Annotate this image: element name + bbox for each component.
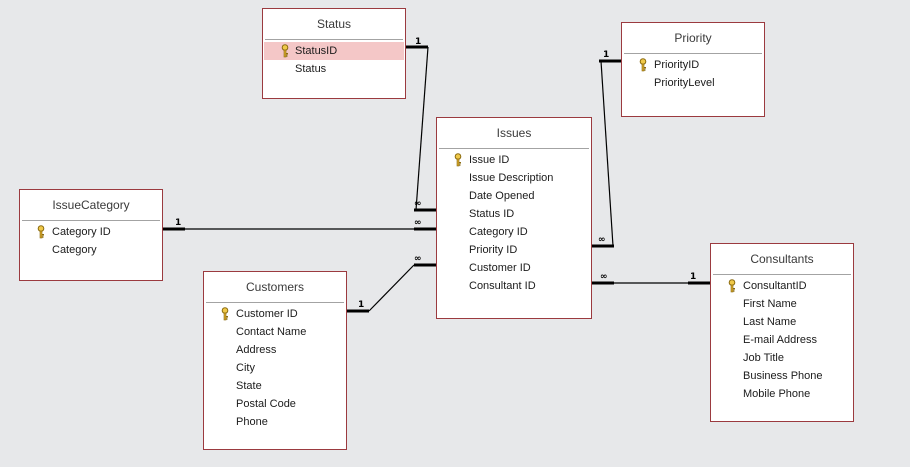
relationship-customers-issues[interactable]: 1 ∞ <box>347 254 436 313</box>
field-row[interactable]: Issue Description <box>437 169 591 187</box>
field-row[interactable]: Date Opened <box>437 187 591 205</box>
relationship-one-label: 1 <box>415 37 421 47</box>
field-row[interactable]: Priority ID <box>437 241 591 259</box>
key-icon <box>221 307 229 321</box>
table-customers[interactable]: Customers Customer ID Contact Name Addre… <box>203 271 347 450</box>
field-name: First Name <box>743 298 797 310</box>
field-row[interactable]: StatusID <box>264 42 404 60</box>
field-row[interactable]: PriorityID <box>622 56 764 74</box>
field-row[interactable]: Customer ID <box>437 259 591 277</box>
field-name: E-mail Address <box>743 334 817 346</box>
relationship-many-label: ∞ <box>600 272 608 282</box>
field-row[interactable]: Consultant ID <box>437 277 591 295</box>
relationship-many-label: ∞ <box>414 199 422 209</box>
field-name: State <box>236 380 262 392</box>
field-name: Mobile Phone <box>743 388 811 400</box>
relationship-issues-consultants[interactable]: ∞ 1 <box>592 272 710 285</box>
field-row[interactable]: Postal Code <box>204 395 346 413</box>
field-row[interactable]: ConsultantID <box>711 277 853 295</box>
key-icon <box>454 153 462 167</box>
relationship-many-label: ∞ <box>414 218 422 228</box>
field-row[interactable]: Address <box>204 341 346 359</box>
table-title[interactable]: Customers <box>206 272 344 303</box>
relationship-one-label: 1 <box>690 272 696 282</box>
field-row[interactable]: Phone <box>204 413 346 431</box>
relationship-category-issues[interactable]: 1 ∞ <box>163 218 436 231</box>
table-issues[interactable]: Issues Issue ID Issue Description Date O… <box>436 117 592 319</box>
table-title[interactable]: Consultants <box>713 244 851 275</box>
field-name: Issue ID <box>469 154 510 166</box>
field-name: Job Title <box>743 352 784 364</box>
field-row[interactable]: Contact Name <box>204 323 346 341</box>
field-name: Address <box>236 344 277 356</box>
field-name: City <box>236 362 255 374</box>
field-row[interactable]: Issue ID <box>437 151 591 169</box>
table-status[interactable]: Status StatusID Status <box>262 8 406 99</box>
field-name: Business Phone <box>743 370 823 382</box>
field-name: Consultant ID <box>469 280 536 292</box>
relationship-one-label: 1 <box>358 300 364 310</box>
field-name: Customer ID <box>236 308 298 320</box>
field-name: Postal Code <box>236 398 296 410</box>
table-title[interactable]: Status <box>265 9 403 40</box>
field-name: Last Name <box>743 316 797 328</box>
field-name: PriorityID <box>654 59 700 71</box>
relationship-many-label: ∞ <box>414 254 422 264</box>
field-row[interactable]: State <box>204 377 346 395</box>
field-list: Category ID Category <box>20 221 162 259</box>
key-icon <box>639 58 647 72</box>
relationship-priority-issues[interactable]: 1 ∞ <box>592 50 621 248</box>
field-list: Issue ID Issue Description Date Opened S… <box>437 149 591 295</box>
field-row[interactable]: E-mail Address <box>711 331 853 349</box>
field-name: Date Opened <box>469 190 535 202</box>
table-issue-category[interactable]: IssueCategory Category ID Category <box>19 189 163 281</box>
field-name: Issue Description <box>469 172 554 184</box>
field-name: Priority ID <box>469 244 518 256</box>
field-row[interactable]: Customer ID <box>204 305 346 323</box>
field-row[interactable]: Status <box>263 60 405 78</box>
field-name: Contact Name <box>236 326 307 338</box>
field-name: Phone <box>236 416 268 428</box>
table-title[interactable]: IssueCategory <box>22 190 160 221</box>
field-row[interactable]: Category <box>20 241 162 259</box>
field-name: Category ID <box>469 226 528 238</box>
field-row[interactable]: Mobile Phone <box>711 385 853 403</box>
relationship-one-label: 1 <box>603 50 609 60</box>
field-name: Category <box>52 244 97 256</box>
field-name: PriorityLevel <box>654 77 715 89</box>
field-row[interactable]: Status ID <box>437 205 591 223</box>
field-name: Status ID <box>469 208 515 220</box>
field-row[interactable]: Job Title <box>711 349 853 367</box>
field-row[interactable]: PriorityLevel <box>622 74 764 92</box>
field-name: StatusID <box>295 45 338 57</box>
field-row[interactable]: Last Name <box>711 313 853 331</box>
field-row[interactable]: Business Phone <box>711 367 853 385</box>
field-name: Customer ID <box>469 262 531 274</box>
relationship-status-issues[interactable]: 1 ∞ <box>406 37 436 212</box>
table-title[interactable]: Priority <box>624 23 762 54</box>
key-icon <box>37 225 45 239</box>
field-row[interactable]: Category ID <box>437 223 591 241</box>
table-consultants[interactable]: Consultants ConsultantID First Name Last… <box>710 243 854 422</box>
relationship-one-label: 1 <box>175 218 181 228</box>
key-icon <box>281 44 289 58</box>
field-list: PriorityID PriorityLevel <box>622 54 764 92</box>
field-list: Customer ID Contact Name Address City St… <box>204 303 346 431</box>
field-name: ConsultantID <box>743 280 807 292</box>
field-row[interactable]: First Name <box>711 295 853 313</box>
field-name: Category ID <box>52 226 111 238</box>
field-row[interactable]: Category ID <box>20 223 162 241</box>
relationship-many-label: ∞ <box>598 235 606 245</box>
table-title[interactable]: Issues <box>439 118 589 149</box>
field-row[interactable]: City <box>204 359 346 377</box>
field-name: Status <box>295 63 327 75</box>
field-list: ConsultantID First Name Last Name E-mail… <box>711 275 853 403</box>
field-list: StatusID Status <box>263 40 405 78</box>
key-icon <box>728 279 736 293</box>
table-priority[interactable]: Priority PriorityID PriorityLevel <box>621 22 765 117</box>
